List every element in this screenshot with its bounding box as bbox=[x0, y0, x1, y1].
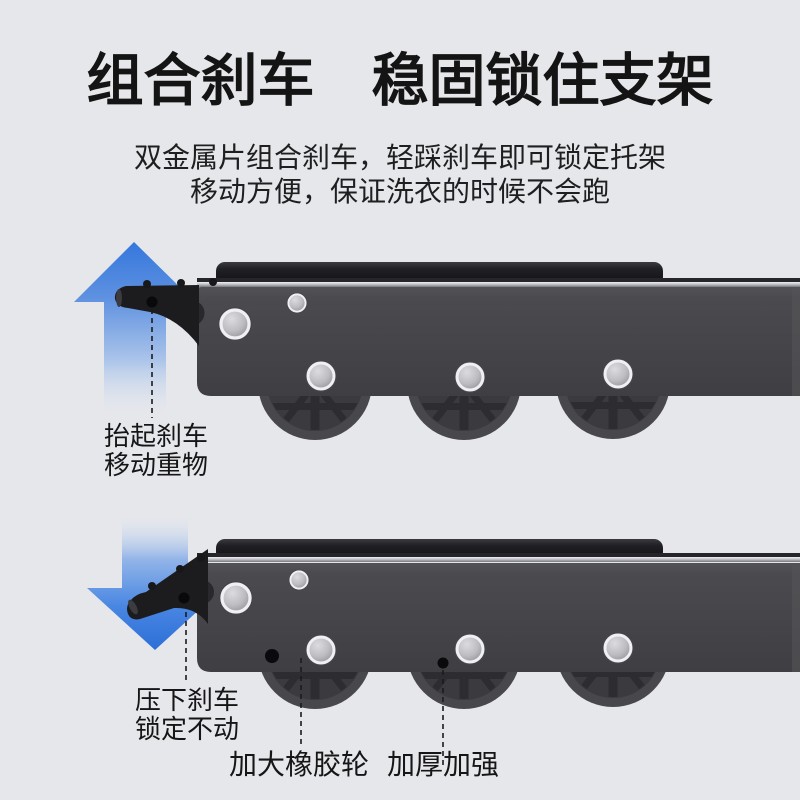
rivet bbox=[217, 306, 253, 342]
label-rubber-wheel: 加大橡胶轮 bbox=[228, 749, 369, 780]
rivet bbox=[218, 580, 254, 616]
rivet bbox=[453, 632, 487, 666]
rivet bbox=[304, 359, 338, 393]
down-arrow-icon bbox=[87, 516, 223, 650]
brake-lever-pressed bbox=[127, 549, 208, 624]
subtitle-line-2: 移动方便，保证洗衣的时候不会跑 bbox=[189, 176, 610, 207]
label-raise-line-2: 移动重物 bbox=[103, 450, 208, 480]
figure-locked bbox=[87, 516, 800, 768]
label-reinforced: 加厚加强 bbox=[386, 749, 499, 780]
subtitle-line-1: 双金属片组合刹车，轻踩刹车即可锁定托架 bbox=[133, 142, 666, 173]
rivet bbox=[286, 292, 308, 314]
rail-body bbox=[197, 563, 800, 672]
brake-lever-raised bbox=[114, 285, 199, 346]
rivet bbox=[601, 357, 635, 391]
lever-hole bbox=[178, 592, 190, 604]
label-raise-line-1: 抬起刹车 bbox=[103, 421, 208, 451]
label-lock-line-1: 压下刹车 bbox=[134, 685, 239, 715]
subtitle: 双金属片组合刹车，轻踩刹车即可锁定托架 移动方便，保证洗衣的时候不会跑 bbox=[0, 141, 800, 209]
figure-raised bbox=[74, 242, 800, 440]
up-arrow-icon bbox=[74, 242, 195, 416]
rail-hole bbox=[265, 649, 279, 663]
rivet bbox=[288, 569, 310, 591]
label-lock-brake: 压下刹车 锁定不动 bbox=[114, 686, 260, 744]
page-title: 组合刹车 稳固锁住支架 bbox=[86, 49, 714, 113]
rivet bbox=[453, 360, 487, 394]
rivet bbox=[304, 633, 338, 667]
rail-hole bbox=[437, 657, 449, 669]
label-lock-line-2: 锁定不动 bbox=[134, 714, 239, 744]
rail-locked bbox=[127, 539, 800, 709]
lever-hole bbox=[146, 296, 158, 308]
rivet bbox=[601, 631, 635, 665]
rail-body bbox=[197, 287, 800, 396]
rail-raised bbox=[114, 262, 800, 440]
label-raise-brake: 抬起刹车 移动重物 bbox=[83, 422, 229, 480]
